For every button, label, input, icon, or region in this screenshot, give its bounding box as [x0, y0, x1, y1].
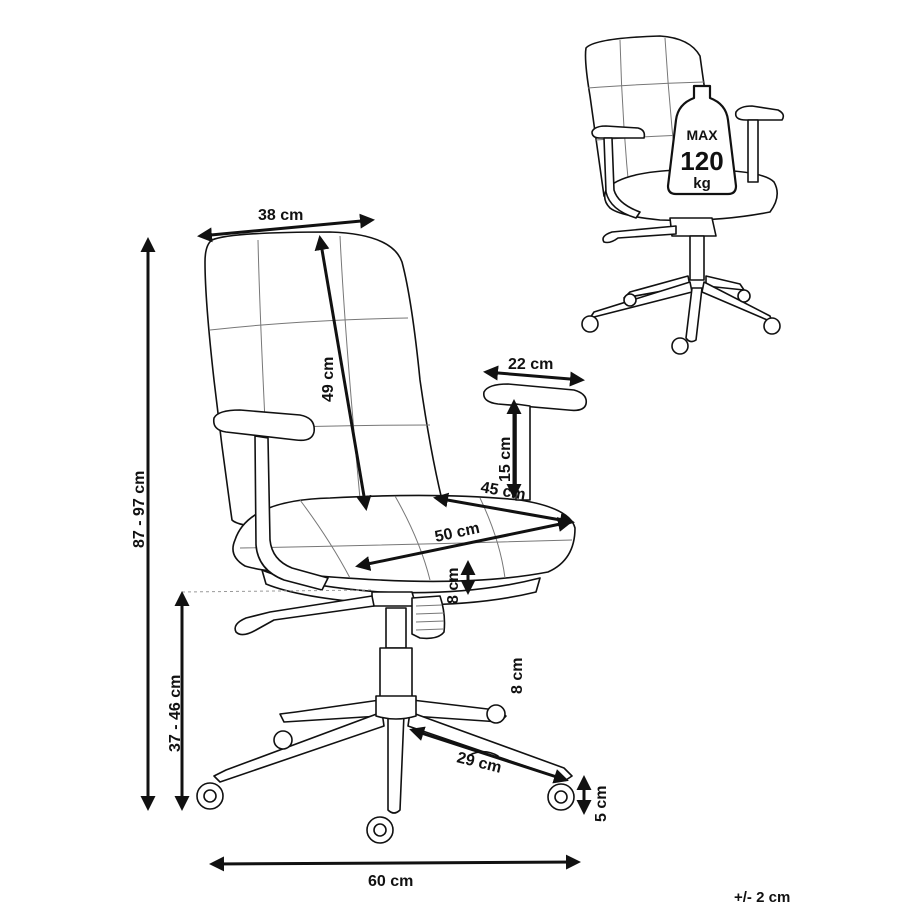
label-armrest-width: 22 cm	[508, 356, 553, 373]
dimension-lines	[140, 213, 592, 872]
label-backrest-width: 38 cm	[258, 207, 303, 224]
label-adjustment: 8 cm	[509, 658, 526, 694]
armrest-width-line	[483, 365, 585, 387]
max-value: 120	[680, 146, 723, 176]
max-label: MAX	[686, 127, 718, 143]
max-load-badge: MAX 120 kg	[666, 84, 738, 196]
base-radius-line	[409, 726, 569, 784]
label-seat-thickness: 8 cm	[445, 568, 462, 604]
label-total-height: 87 - 97 cm	[131, 471, 148, 548]
small-arm-left	[591, 125, 646, 139]
label-caster-height: 5 cm	[593, 786, 610, 822]
label-armrest-height: 15 cm	[497, 437, 514, 482]
height-lever	[234, 595, 375, 636]
seat-mechanism	[371, 591, 417, 607]
armrest-left-post	[254, 435, 329, 591]
column-sleeve	[379, 647, 413, 704]
backrest-width-line	[197, 213, 375, 243]
small-arm-right	[734, 105, 785, 121]
gas-cylinder	[385, 607, 407, 649]
armrest-right-pad	[482, 383, 588, 412]
armrest-left-pad	[212, 409, 316, 442]
seat-height-guide	[181, 589, 373, 593]
max-unit: kg	[693, 175, 711, 192]
base-width-line	[209, 854, 581, 872]
main-chair-illustration	[196, 231, 588, 844]
seat-shell	[261, 569, 541, 606]
backrest-height-line	[314, 235, 372, 511]
label-base-width: 60 cm	[368, 873, 413, 890]
label-seat-height: 37 - 46 cm	[167, 675, 184, 752]
casters	[196, 704, 575, 844]
weight-icon	[666, 84, 738, 196]
star-base	[213, 695, 573, 814]
seat-width-line	[355, 517, 573, 571]
gas-cylinder-cover	[411, 595, 446, 640]
label-backrest-height: 49 cm	[320, 357, 337, 402]
label-tolerance: +/- 2 cm	[734, 889, 790, 906]
